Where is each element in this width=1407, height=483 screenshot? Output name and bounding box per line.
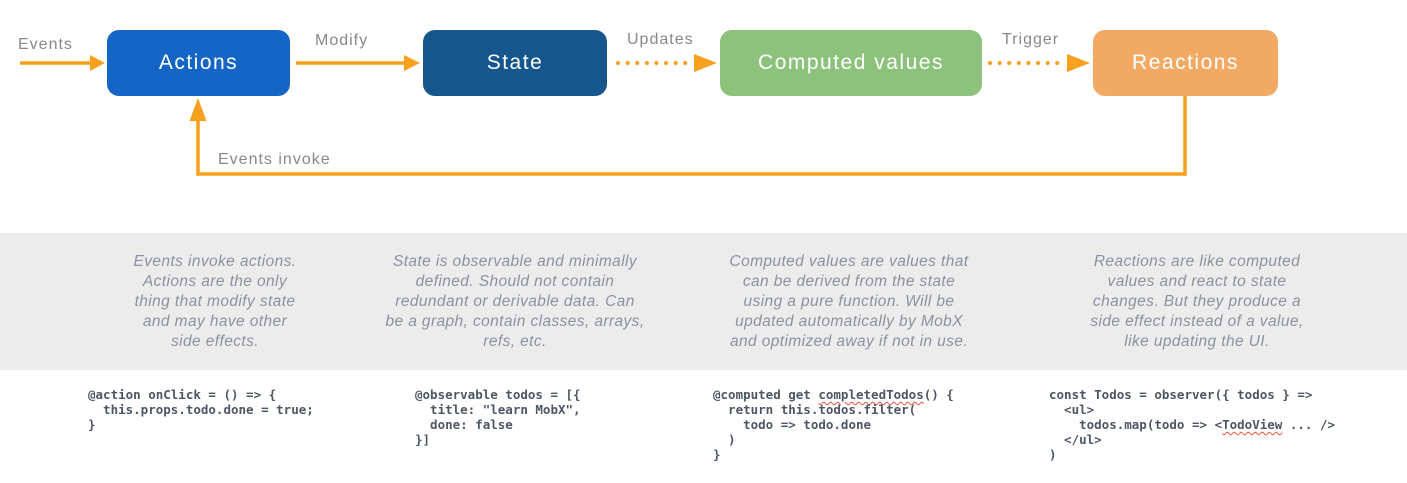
edge-label-events-invoke: Events invoke [218,151,331,168]
node-computed-values-label: Computed values [758,51,944,74]
arrow-reactions-to-actions-feedback [196,96,1187,176]
code-observer-suffix: ... /> </ul> ) [1049,417,1335,462]
code-snippet-observable: @observable todos = [{ title: "learn Mob… [415,387,581,447]
code-snippet-computed: @computed get completedTodos() { return … [713,387,954,462]
description-computed-values: Computed values are values that can be d… [729,253,969,350]
arrowhead-updates [694,54,717,72]
description-reactions: Reactions are like computed values and r… [1090,253,1304,350]
code-computed-prefix: @computed get [713,387,819,402]
node-reactions-label: Reactions [1132,51,1239,74]
edge-label-updates: Updates [627,31,694,48]
node-computed-values: Computed values [720,30,982,96]
code-computed-spellcheck-word: completedTodos [818,387,924,402]
code-snippet-observer: const Todos = observer({ todos } => <ul>… [1049,387,1335,462]
code-observer-prefix: const Todos = observer({ todos } => <ul>… [1049,387,1313,432]
node-reactions: Reactions [1093,30,1278,96]
code-observer-spellcheck-word: TodoView [1222,417,1283,432]
arrowhead-events-invoke [189,98,207,121]
node-state-label: State [486,51,544,74]
code-computed-suffix: () { return this.todos.filter( todo => t… [713,387,954,462]
description-state: State is observable and minimally define… [385,253,645,350]
description-actions: Events invoke actions. Actions are the o… [133,253,297,350]
arrowhead-trigger [1067,54,1090,72]
node-actions: Actions [107,30,290,96]
node-actions-label: Actions [158,51,239,74]
node-state: State [423,30,607,96]
arrowhead-events [90,55,105,71]
arrowhead-modify [404,55,420,71]
edge-label-trigger: Trigger [1002,31,1060,48]
edge-label-events: Events [18,36,73,53]
edge-label-modify: Modify [315,32,369,49]
description-band [0,233,1407,370]
code-snippet-action: @action onClick = () => { this.props.tod… [88,387,314,432]
